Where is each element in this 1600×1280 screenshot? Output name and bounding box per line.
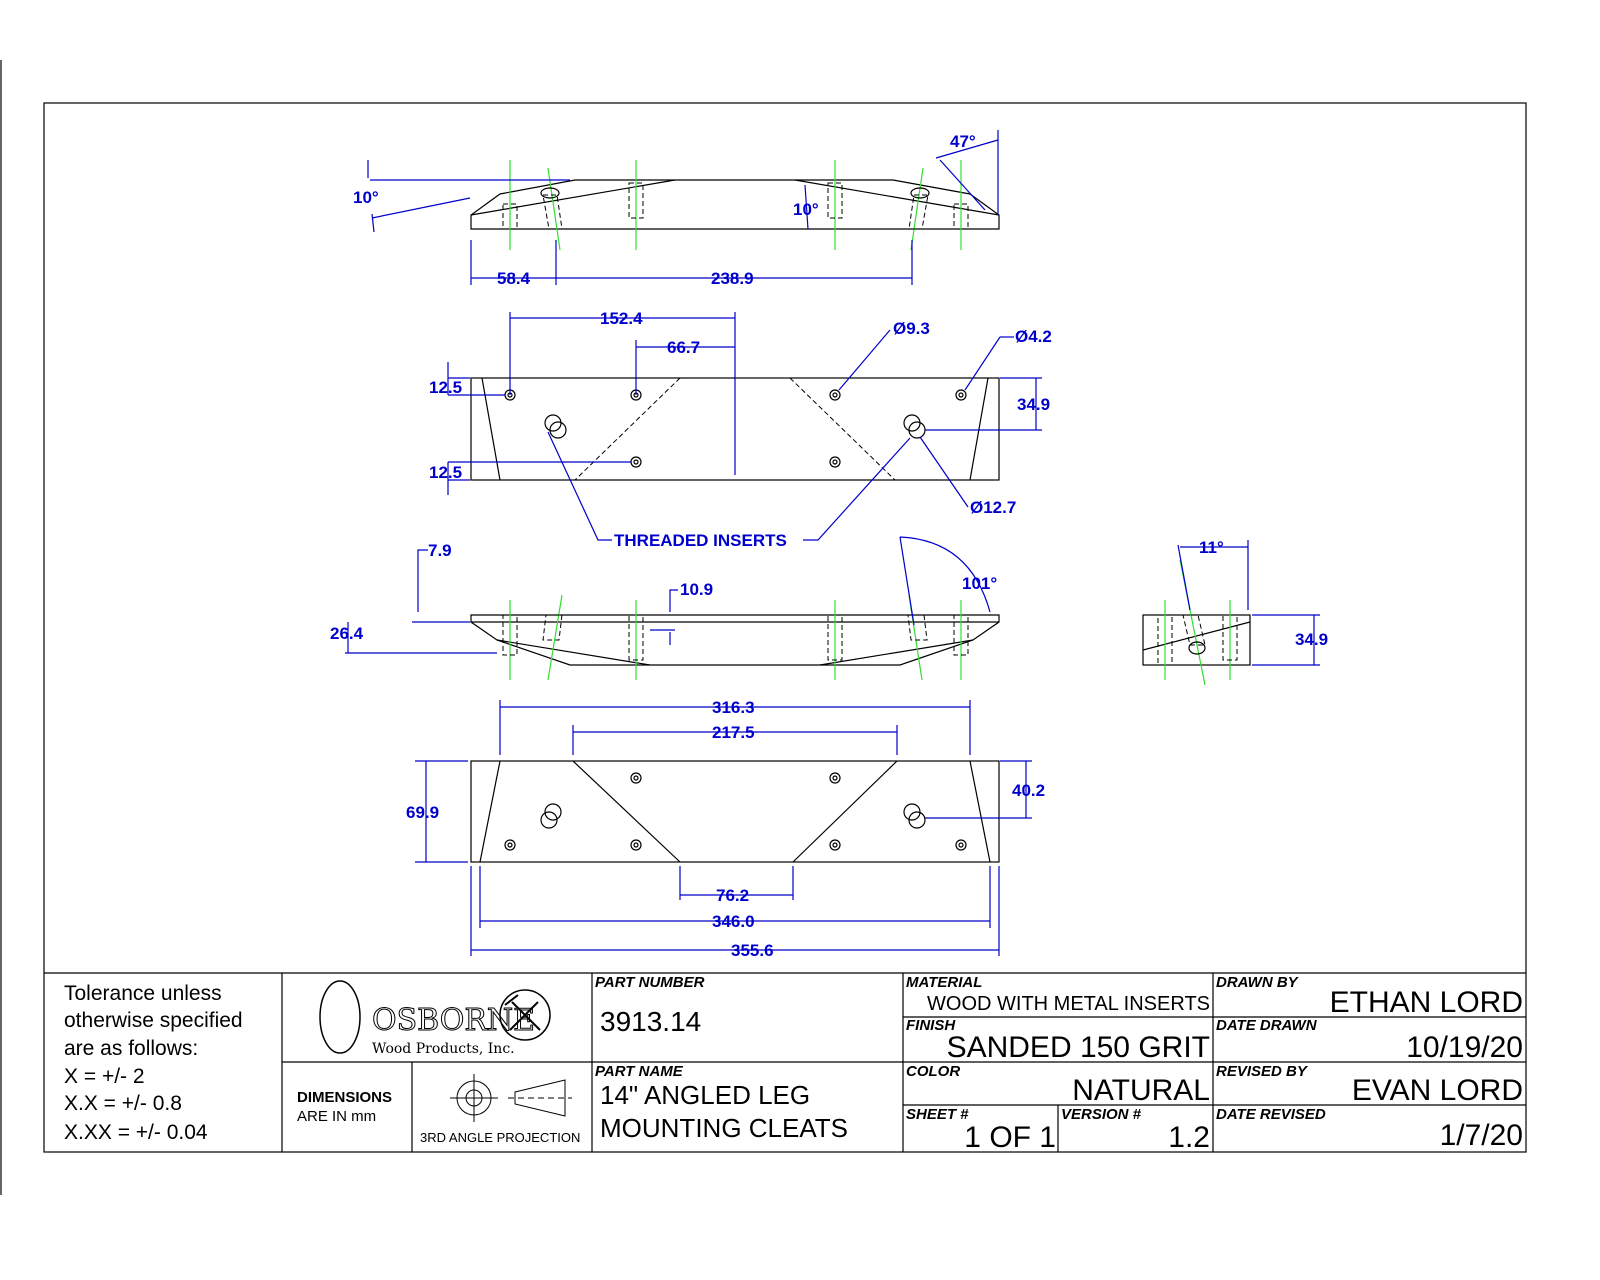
date-drawn-label: DATE DRAWN — [1216, 1017, 1318, 1034]
dim-316-3: 316.3 — [712, 698, 755, 717]
projection-label: 3RD ANGLE PROJECTION — [420, 1130, 580, 1145]
dim-58-4: 58.4 — [497, 269, 531, 288]
color-value: NATURAL — [1072, 1074, 1210, 1107]
dim-dia-12-7: Ø12.7 — [970, 498, 1016, 517]
version-value: 1.2 — [1168, 1121, 1210, 1154]
svg-text:Tolerance unless: Tolerance unless — [64, 982, 222, 1005]
dim-top-angle-right: 47° — [950, 132, 976, 151]
material-label: MATERIAL — [906, 974, 982, 991]
dim-76-2: 76.2 — [716, 886, 749, 905]
svg-text:are as follows:: are as follows: — [64, 1037, 198, 1060]
finish-label: FINISH — [906, 1017, 956, 1034]
logo-name: OSBORNE — [372, 1003, 535, 1038]
revised-by-label: REVISED BY — [1216, 1063, 1309, 1080]
dim-10-9: 10.9 — [680, 580, 713, 599]
dim-12-5-bottom: 12.5 — [429, 463, 462, 482]
dim-26-4: 26.4 — [330, 624, 364, 643]
part-name-label: PART NAME — [595, 1063, 684, 1080]
date-revised-label: DATE REVISED — [1216, 1106, 1326, 1123]
dim-top-angle-mid: 10° — [793, 200, 819, 219]
view-top-elevation: 10° 10° 47° 58.4 238.9 — [353, 130, 1000, 288]
color-label: COLOR — [906, 1063, 960, 1080]
drawn-by-label: DRAWN BY — [1216, 974, 1300, 991]
units-note-1: DIMENSIONS — [297, 1089, 392, 1106]
dim-66-7: 66.7 — [667, 338, 700, 357]
dim-101-deg: 101° — [962, 574, 997, 593]
company-logo: OSBORNE Wood Products, Inc. — [319, 980, 551, 1057]
date-revised-value: 1/7/20 — [1440, 1119, 1523, 1152]
dim-34-9-side: 34.9 — [1295, 630, 1328, 649]
title-block: Tolerance unless otherwise specified are… — [44, 972, 1526, 1154]
dim-217-5: 217.5 — [712, 723, 755, 742]
view-front: 7.9 10.9 26.4 101° — [330, 536, 1000, 681]
hammer-icon — [499, 989, 551, 1041]
dim-238-9: 238.9 — [711, 269, 754, 288]
svg-text:X.XX = +/- 0.04: X.XX = +/- 0.04 — [64, 1121, 208, 1144]
dim-346-0: 346.0 — [712, 912, 755, 931]
tolerance-note: Tolerance unless otherwise specified are… — [64, 982, 243, 1144]
dim-12-5-top: 12.5 — [429, 378, 462, 397]
part-name-line-1: 14" ANGLED LEG — [600, 1080, 810, 1110]
dim-152-4: 152.4 — [600, 309, 643, 328]
dim-40-2: 40.2 — [1012, 781, 1045, 800]
date-drawn-value: 10/19/20 — [1406, 1031, 1523, 1064]
svg-text:otherwise specified: otherwise specified — [64, 1009, 243, 1032]
dim-7-9: 7.9 — [428, 541, 452, 560]
sheet-border — [43, 102, 1527, 1153]
part-name-line-2: MOUNTING CLEATS — [600, 1113, 848, 1143]
part-number-label: PART NUMBER — [595, 974, 705, 991]
sheet-value: 1 OF 1 — [964, 1121, 1056, 1154]
dim-69-9: 69.9 — [406, 803, 439, 822]
projection-symbol-icon — [450, 1074, 572, 1122]
sheet-label: SHEET # — [906, 1106, 969, 1123]
svg-text:X.X = +/- 0.8: X.X = +/- 0.8 — [64, 1092, 182, 1115]
dim-top-angle-left: 10° — [353, 188, 379, 207]
part-number: 3913.14 — [600, 1006, 701, 1037]
svg-text:X = +/- 2: X = +/- 2 — [64, 1065, 145, 1088]
view-bottom: 316.3 217.5 69.9 40.2 76.2 346.0 355.6 — [406, 698, 1045, 960]
material-value: WOOD WITH METAL INSERTS — [927, 993, 1210, 1015]
drawn-by-value: ETHAN LORD — [1330, 986, 1523, 1019]
threaded-inserts-callout: THREADED INSERTS — [614, 531, 787, 550]
version-label: VERSION # — [1061, 1106, 1142, 1123]
logo-sub: Wood Products, Inc. — [372, 1041, 515, 1057]
dim-dia-4-2: Ø4.2 — [1015, 327, 1052, 346]
dim-355-6: 355.6 — [731, 941, 774, 960]
dim-11-deg: 11° — [1199, 538, 1224, 557]
dim-dia-9-3: Ø9.3 — [893, 319, 930, 338]
view-side: 11° 34.9 — [1142, 538, 1328, 686]
units-note-2: ARE IN mm — [297, 1108, 376, 1125]
finish-value: SANDED 150 GRIT — [947, 1031, 1210, 1064]
view-plan: 152.4 66.7 Ø9.3 Ø4.2 12.5 12.5 34.9 Ø12.… — [429, 309, 1052, 550]
revised-by-value: EVAN LORD — [1352, 1074, 1523, 1107]
dim-34-9-plan: 34.9 — [1017, 395, 1050, 414]
